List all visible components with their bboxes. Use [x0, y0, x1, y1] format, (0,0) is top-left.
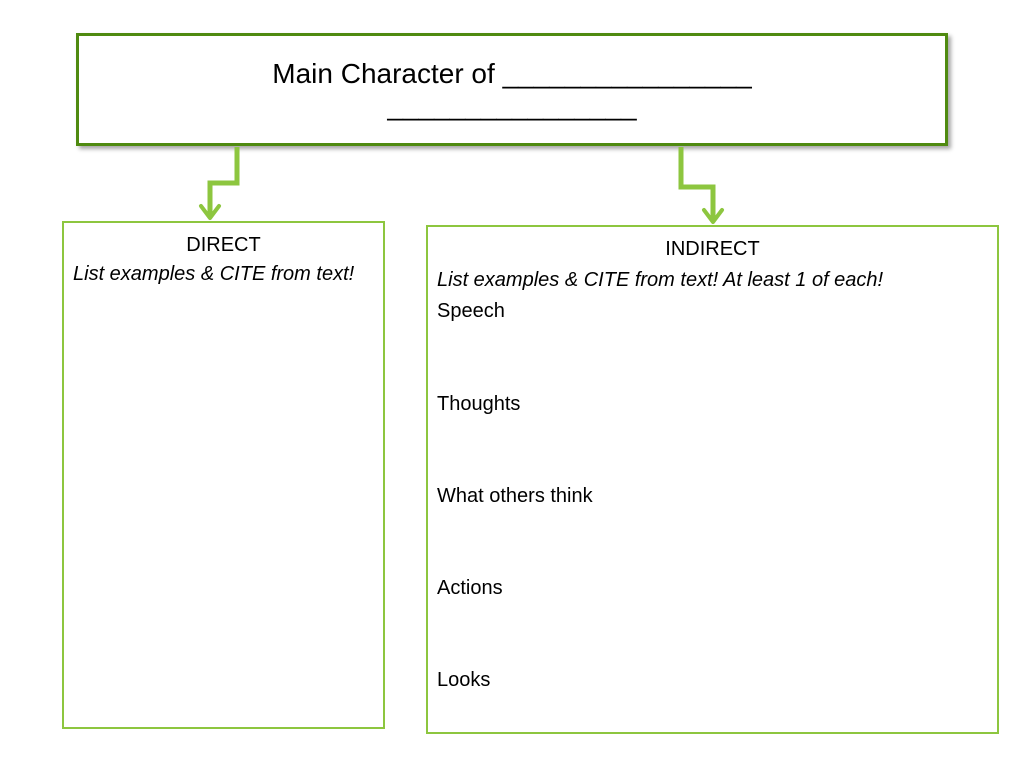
category-speech: Speech [437, 300, 505, 322]
indirect-box: INDIRECT List examples & CITE from text!… [426, 225, 999, 734]
right-arrowhead-icon [702, 208, 724, 224]
direct-instruction: List examples & CITE from text! [73, 263, 355, 285]
direct-heading: DIRECT [186, 234, 261, 256]
category-thoughts: Thoughts [437, 393, 521, 415]
title-line-2: ________________ [387, 90, 637, 121]
title-line-1: Main Character of ________________ [272, 58, 752, 89]
indirect-heading: INDIRECT [665, 238, 760, 260]
title-box: Main Character of ________________ _____… [76, 33, 948, 146]
category-looks: Looks [437, 669, 491, 691]
indirect-instruction: List examples & CITE from text! At least… [437, 269, 884, 291]
left-arrowhead-icon [199, 204, 221, 220]
right-connector-arrow [678, 147, 716, 222]
category-actions: Actions [437, 577, 503, 599]
direct-box: DIRECT List examples & CITE from text! [62, 221, 385, 729]
left-connector-arrow [207, 147, 240, 218]
category-what-others-think: What others think [437, 485, 593, 507]
